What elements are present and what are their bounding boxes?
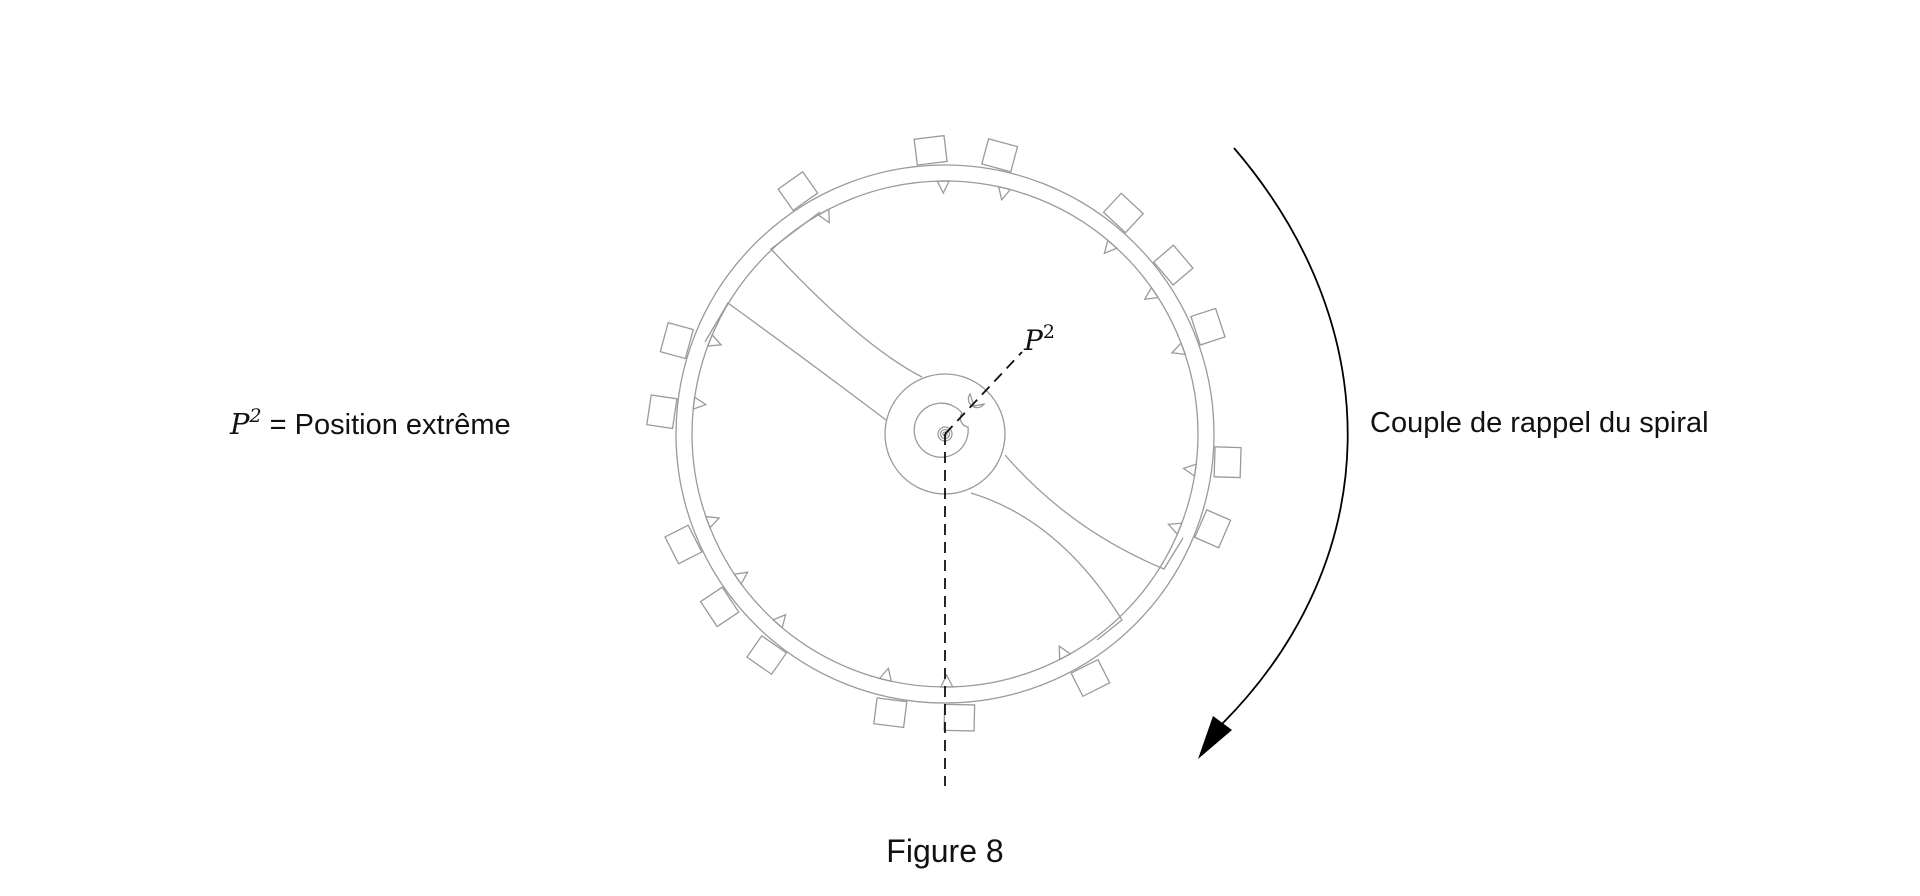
rim-screw: [659, 321, 695, 360]
impulse-pin: [967, 392, 986, 409]
rim-screw: [943, 703, 976, 732]
extreme-position-line: [944, 351, 1023, 435]
rim-notch: [1167, 522, 1183, 536]
rim-notch: [878, 666, 893, 683]
arm-right-edge: [1004, 454, 1184, 570]
rim-notch: [771, 613, 787, 629]
rim-screw: [981, 138, 1019, 173]
rim-notch: [1170, 341, 1187, 356]
rim-notch: [939, 673, 954, 688]
figure-caption: Figure 8: [886, 833, 1003, 869]
rim-screw: [913, 134, 948, 166]
rim-notch: [1103, 239, 1119, 255]
rim-screws: [646, 134, 1242, 732]
rim-notch: [1182, 463, 1198, 478]
rim-notch: [1058, 644, 1072, 661]
rim-notch: [733, 571, 749, 586]
rim-screw: [699, 586, 740, 628]
torque-label: Couple de rappel du spiral: [1370, 407, 1709, 439]
rim-notch: [692, 396, 708, 411]
rim-notch: [936, 180, 951, 195]
rim-screw: [746, 634, 788, 676]
arrowhead-icon: [1198, 716, 1232, 759]
rim-notch: [997, 185, 1012, 202]
rim-screw: [664, 524, 703, 565]
rim-screw: [1190, 307, 1226, 346]
rim-screw: [1152, 244, 1194, 286]
rim-screw: [1070, 658, 1111, 698]
rim-screw: [1213, 446, 1242, 479]
rim-screw: [646, 394, 678, 430]
rim-notch: [1143, 286, 1160, 301]
roller-table: [913, 402, 969, 458]
extreme-position-label: P2: [1023, 321, 1055, 357]
arm-lower-edge: [970, 492, 1123, 641]
outer-rim: [675, 164, 1215, 704]
rim-notch: [704, 515, 721, 530]
rim-screw: [873, 697, 908, 729]
rim-screw: [1193, 509, 1232, 549]
torque-arrow-arc: [1221, 147, 1349, 725]
legend-extreme-position: P2 = Position extrême: [229, 405, 511, 441]
rim-screw: [1102, 192, 1145, 234]
balance-wheel: [646, 134, 1242, 732]
rim-notch: [706, 333, 723, 347]
arm-upper-edge: [770, 211, 923, 378]
rim-screw: [777, 170, 819, 212]
rim-notch: [817, 208, 830, 224]
arm-left-edge: [704, 302, 887, 421]
